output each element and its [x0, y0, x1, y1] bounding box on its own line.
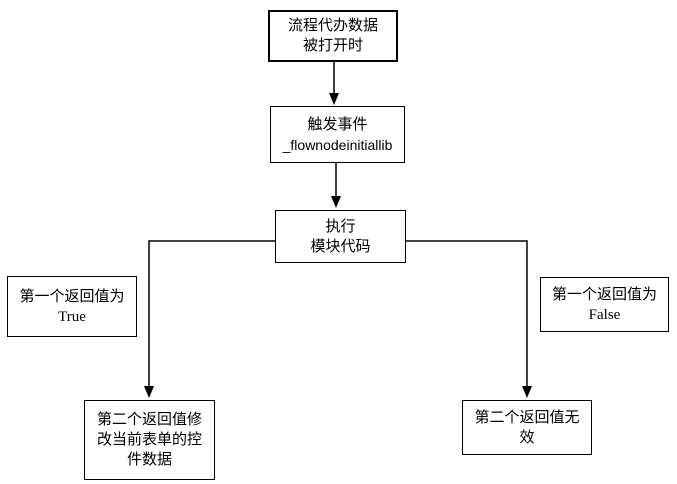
arrowhead-down-icon	[144, 386, 154, 398]
node-modify-form-line1: 第二个返回值修	[96, 412, 202, 428]
node-execute-module: 执行 模块代码	[275, 210, 406, 263]
node-return-invalid-line1: 第二个返回值无	[474, 409, 580, 426]
arrowhead-down-icon	[329, 93, 339, 105]
edge-execute-modify	[148, 240, 275, 386]
node-return-invalid-line2: 效	[519, 429, 535, 446]
node-trigger-event-line2: _flownodeinitiallib	[282, 136, 393, 153]
label-condition-false-line2: False	[588, 306, 621, 323]
node-modify-form: 第二个返回值修 改当前表单的控 件数据	[84, 400, 215, 480]
edge-execute-invalid	[406, 240, 528, 386]
label-condition-false-line1: 第一个返回值为	[551, 286, 657, 303]
node-trigger-event: 触发事件 _flownodeinitiallib	[270, 106, 405, 163]
node-return-invalid: 第二个返回值无 效	[462, 400, 592, 455]
node-modify-form-line2: 改当前表单的控	[96, 432, 202, 448]
label-condition-true: 第一个返回值为 True	[7, 276, 137, 337]
node-trigger-event-line1: 触发事件	[307, 116, 368, 133]
arrowhead-down-icon	[331, 196, 341, 208]
node-start-line1: 流程代办数据	[287, 18, 378, 34]
label-condition-false: 第一个返回值为 False	[540, 277, 669, 332]
label-condition-true-line1: 第一个返回值为	[19, 288, 125, 305]
node-execute-module-line2: 模块代码	[310, 238, 371, 255]
label-condition-true-line2: True	[58, 308, 86, 325]
arrowhead-down-icon	[522, 386, 532, 398]
node-execute-module-line1: 执行	[325, 218, 356, 235]
node-start: 流程代办数据 被打开时	[268, 10, 398, 62]
node-modify-form-line3: 件数据	[126, 452, 172, 468]
node-start-line2: 被打开时	[302, 38, 363, 54]
